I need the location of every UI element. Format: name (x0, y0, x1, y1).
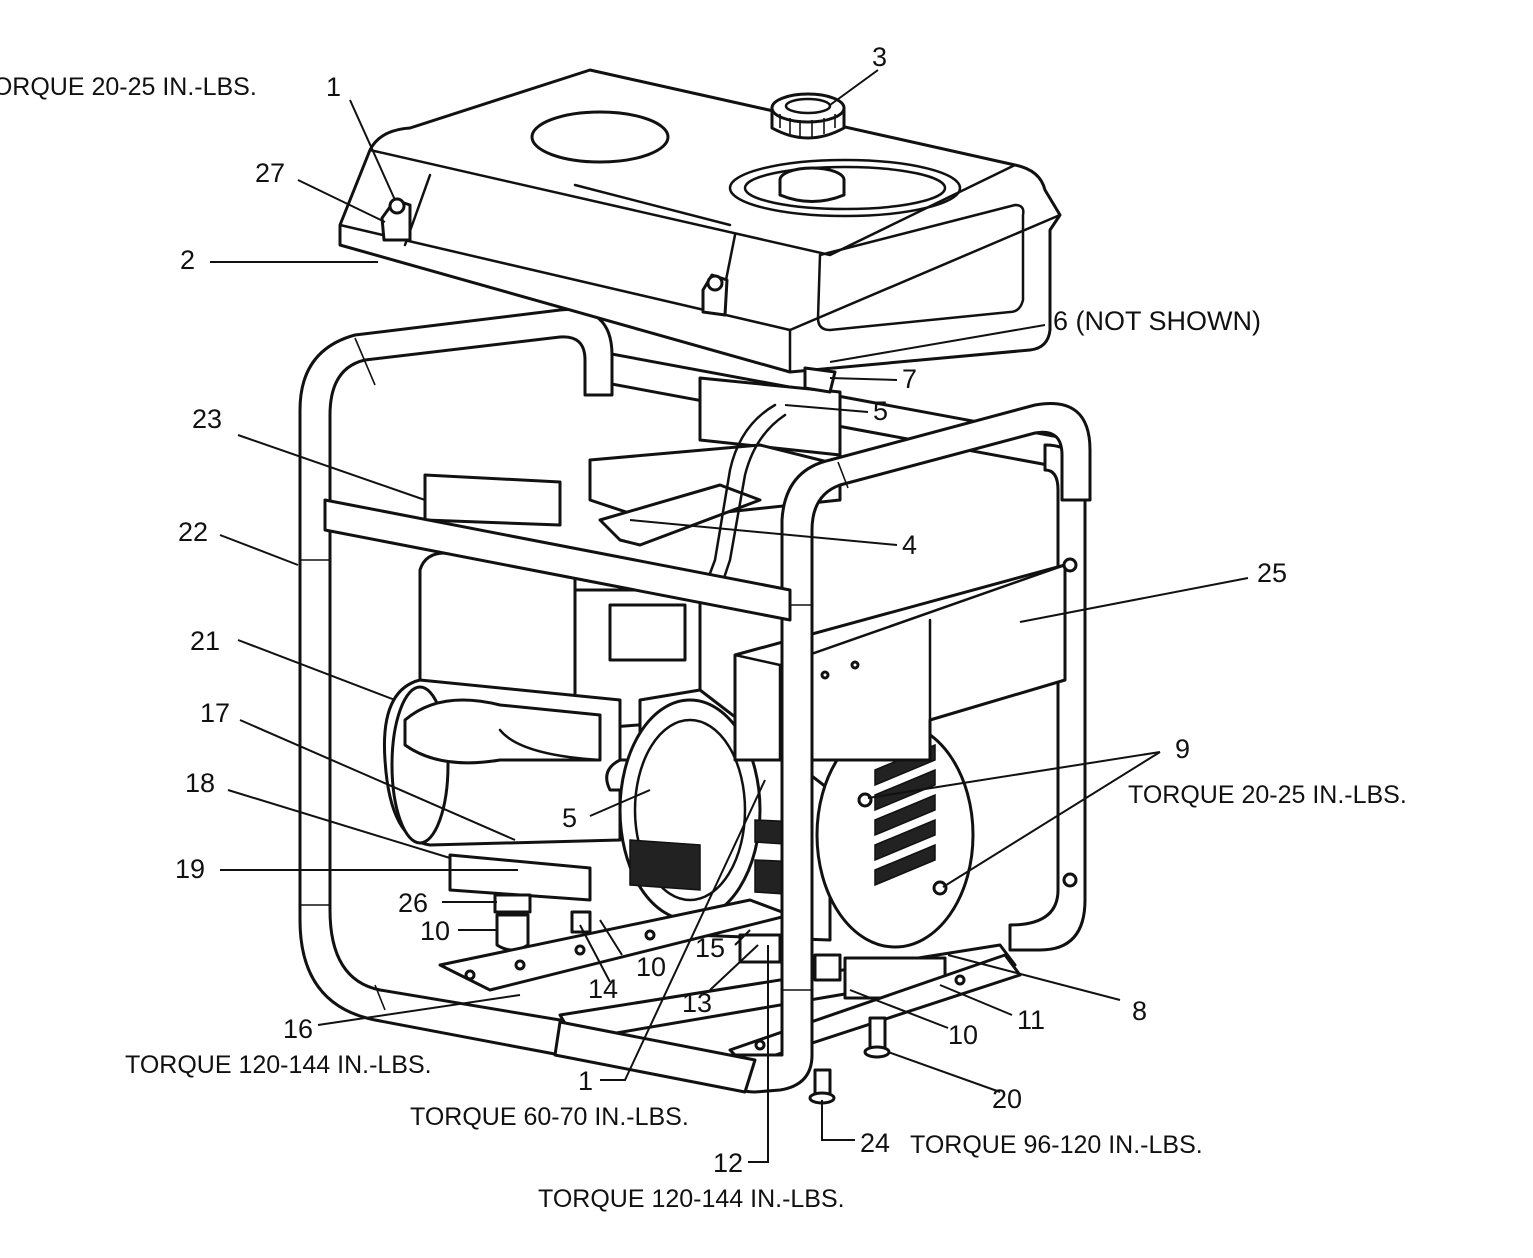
callout-21: 21 (190, 626, 220, 656)
callout-labels: 1 27 2 3 6 (NOT SHOWN) 7 5 23 4 22 25 21… (175, 42, 1287, 1178)
callout-5-top: 5 (873, 396, 888, 426)
fuel-line-inner (713, 413, 787, 607)
torque-note-bottom: TORQUE 120-144 IN.-LBS. (538, 1185, 845, 1213)
callout-13: 13 (682, 988, 712, 1018)
callout-14: 14 (588, 974, 618, 1004)
callout-10-a: 10 (420, 916, 450, 946)
fuel-tank (338, 68, 1062, 374)
callout-16: 16 (283, 1014, 313, 1044)
leader-lines (210, 69, 1249, 1163)
torque-notes: TORQUE 20-25 IN.-LBS. TORQUE 20-25 IN.-L… (0, 73, 1407, 1213)
tank-bolt-left (380, 197, 412, 242)
tank-mount-bracket (698, 366, 842, 457)
callout-19: 19 (175, 854, 205, 884)
callout-27: 27 (255, 158, 285, 188)
callout-7: 7 (902, 364, 917, 394)
frame-right-tube (323, 402, 1092, 1094)
bolt-20 (863, 1016, 891, 1059)
callout-23: 23 (192, 404, 222, 434)
fuel-cap (770, 92, 846, 140)
callout-4: 4 (902, 530, 917, 560)
callout-11: 11 (1017, 1005, 1045, 1035)
callout-17: 17 (200, 698, 230, 728)
callout-18: 18 (185, 768, 215, 798)
torque-note-right: TORQUE 20-25 IN.-LBS. (1128, 781, 1407, 809)
callout-1-top: 1 (326, 72, 341, 102)
fuel-line (698, 403, 777, 602)
control-panel-box (733, 557, 1078, 888)
engine-mount-bracket (448, 853, 947, 1000)
tank-bolt-front (701, 273, 729, 317)
callout-25: 25 (1257, 558, 1287, 588)
callout-22: 22 (178, 517, 208, 547)
torque-note-top-left: TORQUE 20-25 IN.-LBS. (0, 73, 257, 101)
callout-3: 3 (872, 42, 887, 72)
callout-2: 2 (180, 245, 195, 275)
callout-24: 24 (860, 1128, 890, 1158)
mounting-plate (423, 473, 762, 547)
torque-note-bottom-right: TORQUE 96-120 IN.-LBS. (910, 1131, 1203, 1159)
callout-5-mid: 5 (562, 803, 577, 833)
callout-12: 12 (713, 1148, 743, 1178)
callout-10-c: 10 (948, 1020, 978, 1050)
callout-9: 9 (1175, 734, 1190, 764)
callout-15: 15 (695, 933, 725, 963)
callout-6: 6 (NOT SHOWN) (1053, 306, 1261, 336)
cross-bar (588, 443, 842, 522)
air-cleaner (382, 678, 622, 847)
callout-20: 20 (992, 1084, 1022, 1114)
torque-note-bottom-middle: TORQUE 60-70 IN.-LBS. (410, 1103, 689, 1131)
callout-26: 26 (398, 888, 428, 918)
callout-10-b: 10 (636, 952, 666, 982)
bolt-24 (808, 1068, 836, 1105)
torque-note-bottom-left: TORQUE 120-144 IN.-LBS. (125, 1051, 432, 1079)
callout-1-bottom: 1 (578, 1066, 593, 1096)
callout-8: 8 (1132, 996, 1147, 1026)
